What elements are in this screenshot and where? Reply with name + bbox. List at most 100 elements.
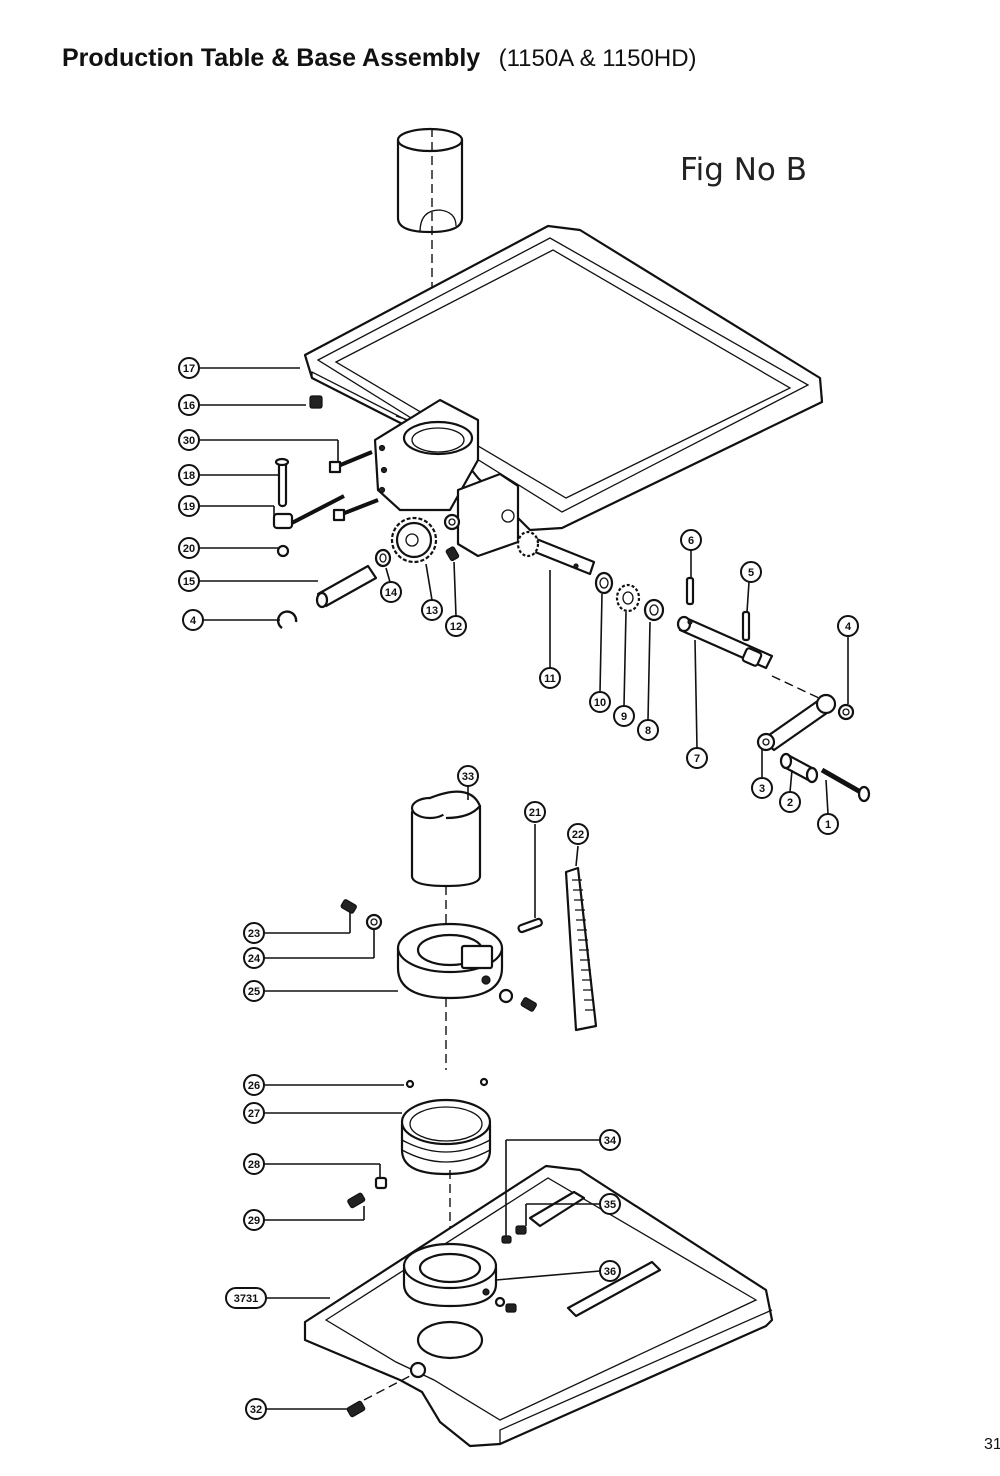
crank-handle-3 [756,693,837,752]
svg-text:22: 22 [572,829,584,841]
svg-text:9: 9 [621,711,627,723]
svg-text:3: 3 [759,783,765,795]
callout-14: 14 [380,581,402,603]
set-screw-16 [309,395,323,409]
washer-14 [374,548,392,568]
svg-text:35: 35 [604,1199,616,1211]
callout-34: 34 [599,1129,621,1151]
svg-text:13: 13 [426,605,438,617]
pinion-shaft-11 [516,530,596,576]
callout-1: 1 [817,813,839,835]
callout-6: 6 [680,529,702,551]
base-31 [303,1164,774,1448]
callout-7: 7 [686,747,708,769]
set-screw-12 [445,546,460,562]
callout-37-31: 3731 [225,1287,267,1309]
nut-24 [365,913,383,931]
svg-text:6: 6 [688,535,694,547]
callout-4-right: 4 [837,615,859,637]
washer-10 [594,571,614,595]
svg-text:14: 14 [385,587,398,599]
svg-text:27: 27 [248,1108,260,1120]
page-number: 31 [984,1436,1000,1453]
page-title: Production Table & Base Assembly (1150A … [62,44,697,73]
callout-35: 35 [599,1193,621,1215]
svg-text:29: 29 [248,1215,260,1227]
gear-13 [390,516,438,564]
svg-text:3731: 3731 [234,1293,258,1305]
screw-32-axis [363,1375,411,1401]
callout-3: 3 [751,777,773,799]
callout-33: 33 [457,765,479,787]
set-screw-32 [346,1400,366,1418]
svg-text:24: 24 [248,953,261,965]
svg-text:4: 4 [845,621,852,633]
callout-24: 24 [243,947,265,969]
ball-26-left [405,1079,415,1089]
callout-19: 19 [178,495,200,517]
ball-26-right [479,1077,489,1087]
svg-text:23: 23 [248,928,260,940]
column-tube-top [396,127,464,234]
callout-23: 23 [243,922,265,944]
callout-11: 11 [539,667,561,689]
callout-12: 12 [445,615,467,637]
svg-text:19: 19 [183,501,195,513]
svg-text:26: 26 [248,1080,260,1092]
callout-27: 27 [243,1102,265,1124]
figure-label: Fig No B [680,152,807,188]
bolt-1 [820,767,871,803]
callout-2: 2 [779,791,801,813]
svg-text:21: 21 [529,807,541,819]
svg-text:36: 36 [604,1266,616,1278]
set-screw-34 [501,1235,512,1244]
callout-29: 29 [243,1209,265,1231]
svg-text:32: 32 [250,1404,262,1416]
callout-18: 18 [178,464,200,486]
callout-28: 28 [243,1153,265,1175]
svg-text:30: 30 [183,435,195,447]
leader-lines [199,367,849,1410]
callout-25: 25 [243,980,265,1002]
set-screw-23 [340,899,357,914]
callout-26: 26 [243,1074,265,1096]
svg-text:34: 34 [604,1135,617,1147]
callout-15: 15 [178,570,200,592]
nut-4-right [837,703,855,721]
nut-bracket [443,513,461,531]
pin-21 [517,917,543,934]
bolt-lower [332,498,379,522]
svg-text:11: 11 [544,673,556,685]
callout-4-left: 4 [182,609,204,631]
callout-30: 30 [178,429,200,451]
bearing-ring-27 [400,1098,492,1176]
callout-16: 16 [178,394,200,416]
svg-text:16: 16 [183,400,195,412]
set-screw-29 [347,1192,366,1209]
rack-22 [564,866,598,1032]
callout-20: 20 [178,537,200,559]
callout-13: 13 [421,599,443,621]
shaft-7 [676,615,774,670]
svg-text:20: 20 [183,543,195,555]
svg-text:17: 17 [183,363,195,375]
pin-6 [685,576,695,606]
callout-32: 32 [245,1398,267,1420]
svg-text:8: 8 [645,725,651,737]
shaft-15 [315,564,378,609]
svg-text:2: 2 [787,797,793,809]
retaining-ring-4-left [276,610,298,629]
bolt-19 [272,494,345,530]
ring-36 [402,1242,498,1308]
svg-text:10: 10 [594,697,606,709]
callout-17: 17 [178,357,200,379]
callout-8: 8 [637,719,659,741]
title-model-numbers: (1150A & 1150HD) [498,45,697,72]
svg-text:33: 33 [462,771,474,783]
callout-9: 9 [613,705,635,727]
svg-text:1: 1 [825,819,831,831]
svg-text:4: 4 [190,615,197,627]
ball-20 [276,544,290,558]
ring-collar-25 [396,922,504,1000]
